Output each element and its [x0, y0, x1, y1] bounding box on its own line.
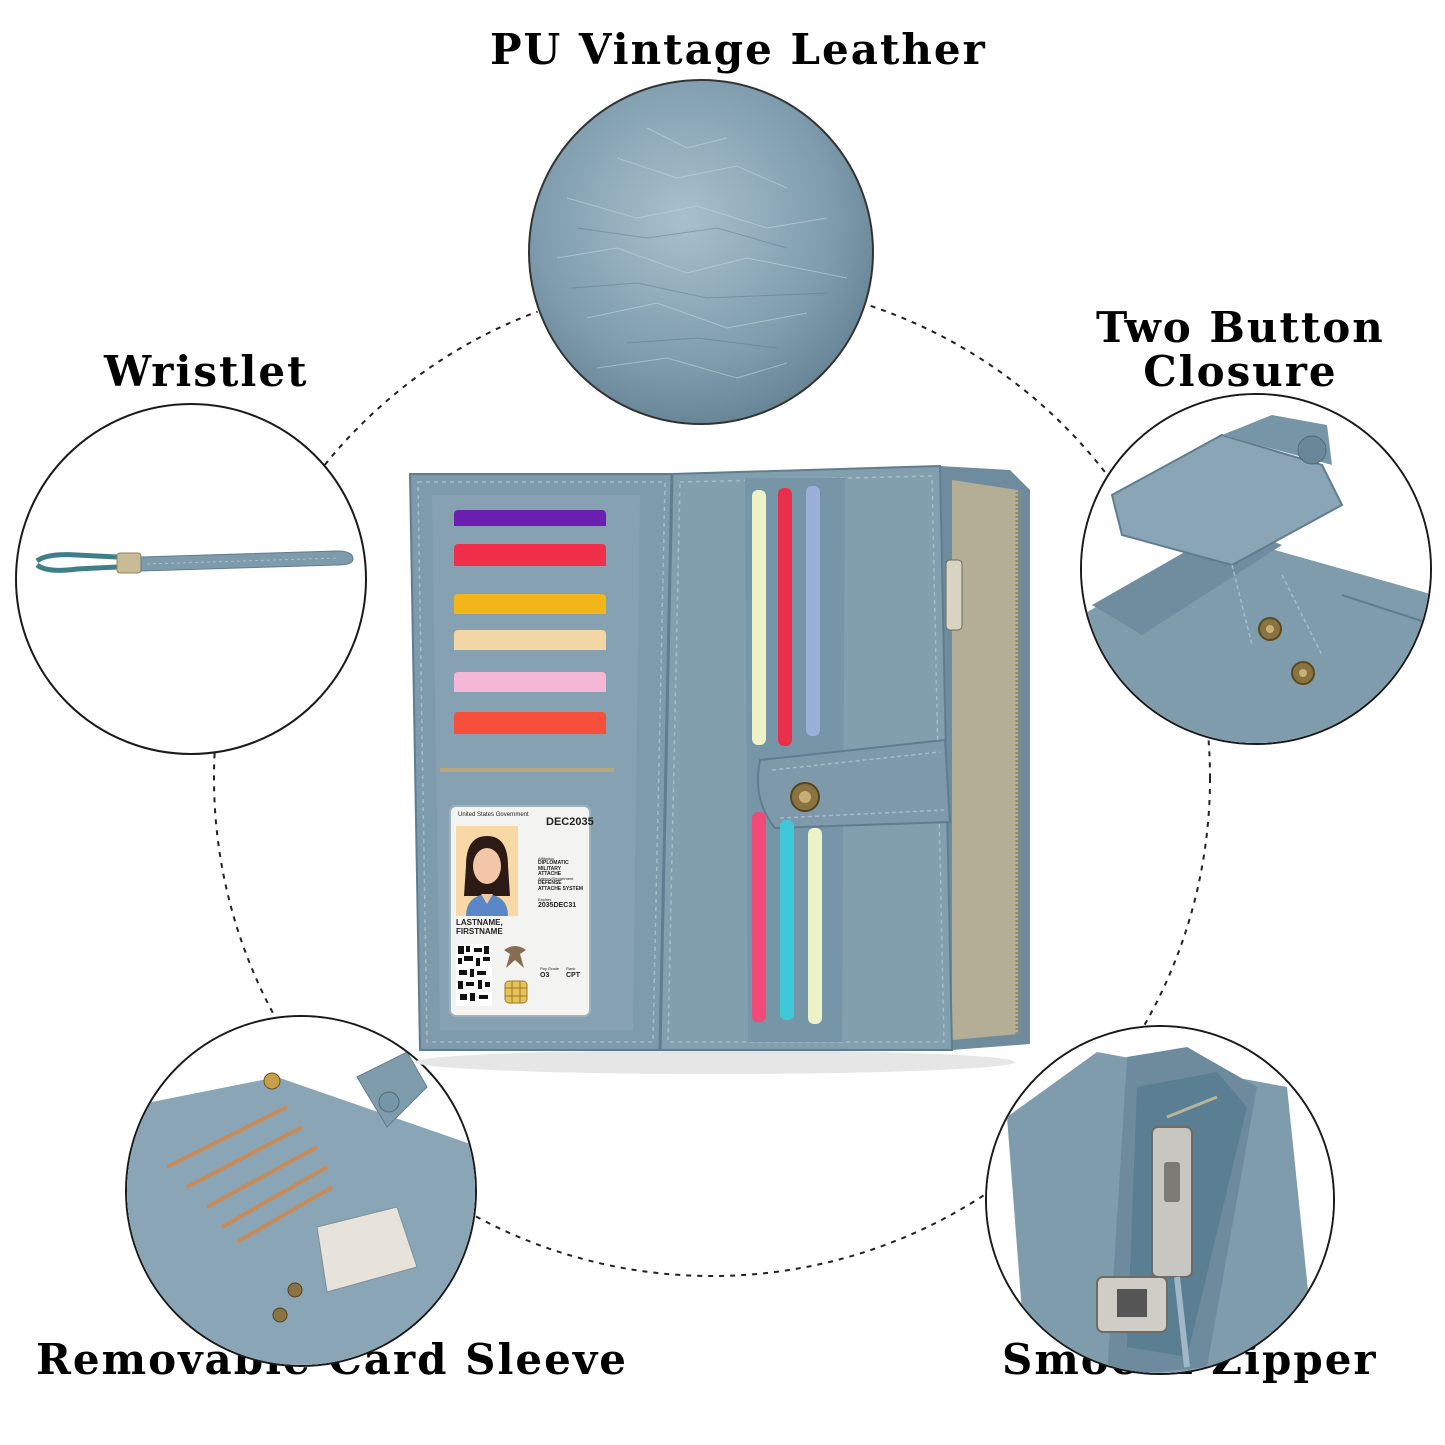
id-pay-grade: O3: [540, 972, 550, 979]
wristlet-image: [35, 550, 354, 574]
id-eagle-seal: [504, 946, 526, 968]
id-expires-label: Expires: [538, 897, 552, 902]
label-wristlet: Wristlet: [104, 347, 309, 396]
id-expiry-code: DEC2035: [546, 816, 594, 828]
button-closure-image: [1082, 395, 1430, 743]
wristlet-circle: [15, 403, 367, 755]
card-purple: [454, 510, 606, 526]
id-name-line1: LASTNAME,: [456, 918, 503, 927]
stripe-lilac-top: [806, 486, 820, 736]
id-pay-grade-label: Pay Grade: [540, 966, 560, 971]
id-affiliation-label: Affiliation: [538, 856, 555, 861]
card-beige: [454, 630, 606, 650]
card-coral: [454, 712, 606, 734]
label-two-button-line1: Two Button: [1096, 303, 1385, 352]
card-sleeve-image: [127, 1017, 475, 1365]
leather-texture-image: [528, 79, 874, 425]
zipper-image: [987, 1027, 1333, 1373]
id-rank: CPT: [566, 972, 580, 979]
card-pink: [454, 672, 606, 692]
button-closure-circle: [1080, 393, 1432, 745]
id-chip-icon: [504, 980, 528, 1004]
id-agency: DEFENSE ATTACHE SYSTEM: [538, 880, 584, 892]
id-barcode: [456, 944, 492, 1006]
label-two-button-line2: Closure: [1143, 347, 1338, 397]
card-sleeve-circle: [125, 1015, 477, 1367]
id-affiliation: DIPLOMATIC MILITARY ATTACHE: [538, 860, 569, 877]
stripe-pink-bottom: [752, 812, 766, 1022]
id-name-line2: FIRSTNAME: [456, 927, 503, 936]
id-agency-label: Agency/Department: [538, 876, 574, 881]
id-portrait: [456, 826, 518, 916]
card-red: [454, 544, 606, 566]
stripe-cream-top: [752, 490, 766, 745]
stripe-cream-bottom: [808, 828, 822, 1024]
zipper-circle: [985, 1025, 1335, 1375]
id-expires: 2035DEC31: [538, 902, 577, 909]
id-card: United States Government DEC2035 Affilia…: [454, 810, 594, 1010]
id-issuer: United States Government: [458, 812, 529, 818]
stripe-red-top: [778, 488, 792, 746]
leather-texture-circle: [527, 78, 875, 426]
stripe-cyan-bottom: [780, 820, 794, 1020]
label-two-button-closure: Two Button Closure: [1096, 303, 1385, 397]
label-pu-vintage-leather: PU Vintage Leather: [490, 25, 987, 74]
id-rank-label: Rank: [566, 966, 576, 971]
card-yellow: [454, 594, 606, 614]
